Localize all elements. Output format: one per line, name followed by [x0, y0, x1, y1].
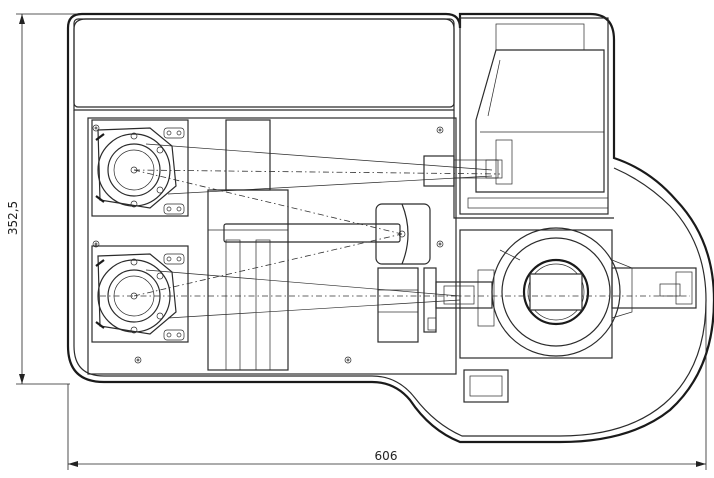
housing-outline — [66, 12, 714, 444]
upper-pump — [91, 119, 189, 217]
width-dimension: 606 — [67, 300, 707, 470]
width-label: 606 — [375, 449, 398, 463]
top-right-module — [459, 17, 609, 215]
lower-pump — [91, 245, 189, 343]
central-column — [207, 119, 401, 371]
valve-block — [423, 139, 513, 187]
height-label: 352,5 — [6, 201, 20, 235]
base-plate — [87, 117, 457, 375]
center-hub — [375, 203, 431, 265]
drive-block — [377, 267, 495, 343]
height-dimension: 352,5 — [6, 13, 80, 385]
tubing-lines — [100, 143, 690, 319]
reactor-assembly — [459, 227, 697, 403]
display-panel — [73, 18, 455, 108]
